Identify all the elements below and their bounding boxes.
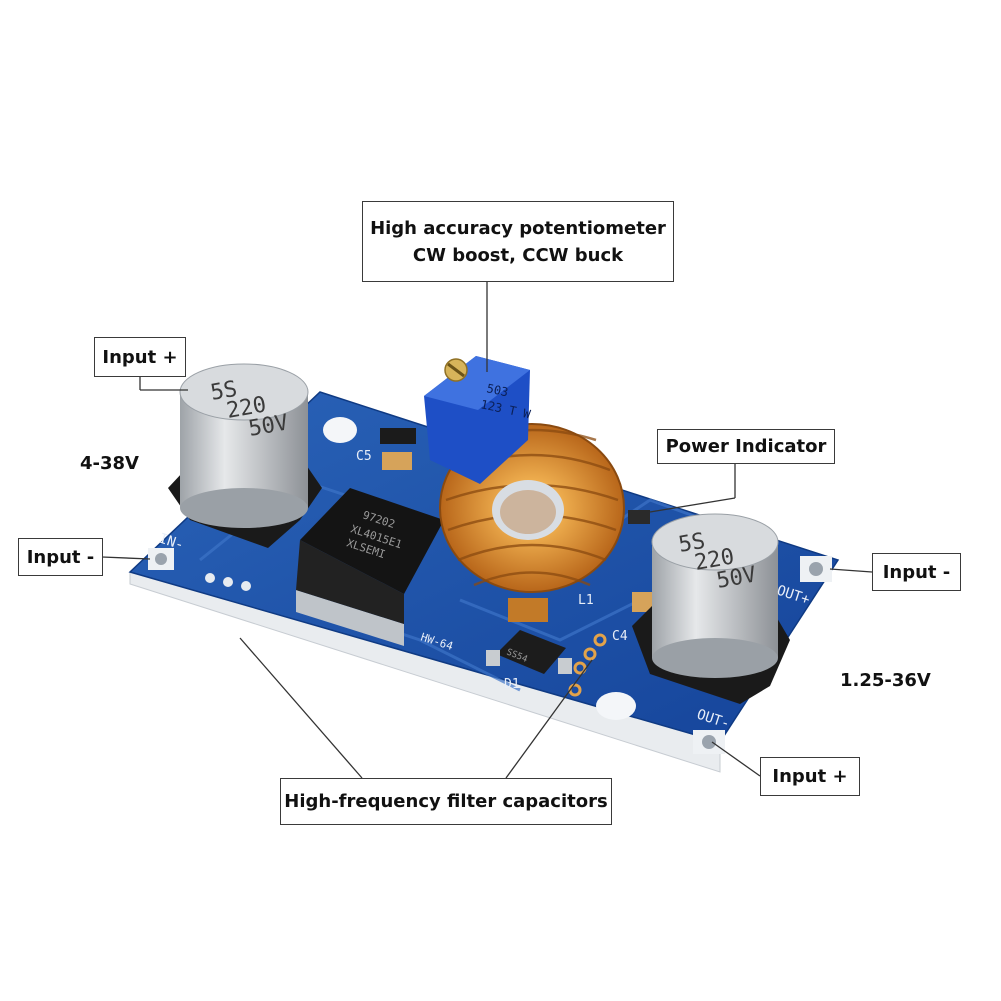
cap-left-mark-1: 5S xyxy=(209,377,239,406)
cap-right-mark-1: 5S xyxy=(677,529,707,558)
callout-potentiometer-line2: CW boost, CCW buck xyxy=(412,244,624,266)
callout-input-plus-right: Input + xyxy=(760,757,860,796)
capacitor-right xyxy=(632,513,790,704)
diode xyxy=(496,630,566,674)
input-voltage-label: 4-38V xyxy=(80,453,139,474)
callout-potentiometer: High accuracy potentiometer CW boost, CC… xyxy=(362,201,674,282)
silk-c5: C5 xyxy=(356,449,372,464)
leader-lines xyxy=(101,281,873,779)
mount-hole xyxy=(323,417,357,443)
callout-power-indicator: Power Indicator xyxy=(657,429,835,464)
mount-hole xyxy=(596,692,636,720)
silk-c4: C4 xyxy=(612,629,628,644)
callout-filter-capacitors: High-frequency filter capacitors xyxy=(280,778,612,825)
output-voltage-label: 1.25-36V xyxy=(840,670,931,691)
silk-l1: L1 xyxy=(578,593,594,608)
callout-input-minus-left: Input - xyxy=(18,538,103,576)
callout-potentiometer-line1: High accuracy potentiometer xyxy=(370,217,666,239)
regulator-ic xyxy=(300,488,444,594)
callout-input-minus-right: Input - xyxy=(872,553,961,591)
capacitor-left xyxy=(168,363,322,548)
silk-d1: D1 xyxy=(504,677,520,692)
pot-mark-1: 503 xyxy=(485,381,509,399)
potentiometer xyxy=(424,356,530,484)
callout-input-plus-left: Input + xyxy=(94,337,186,377)
silk-in-minus: IN- xyxy=(157,531,186,554)
